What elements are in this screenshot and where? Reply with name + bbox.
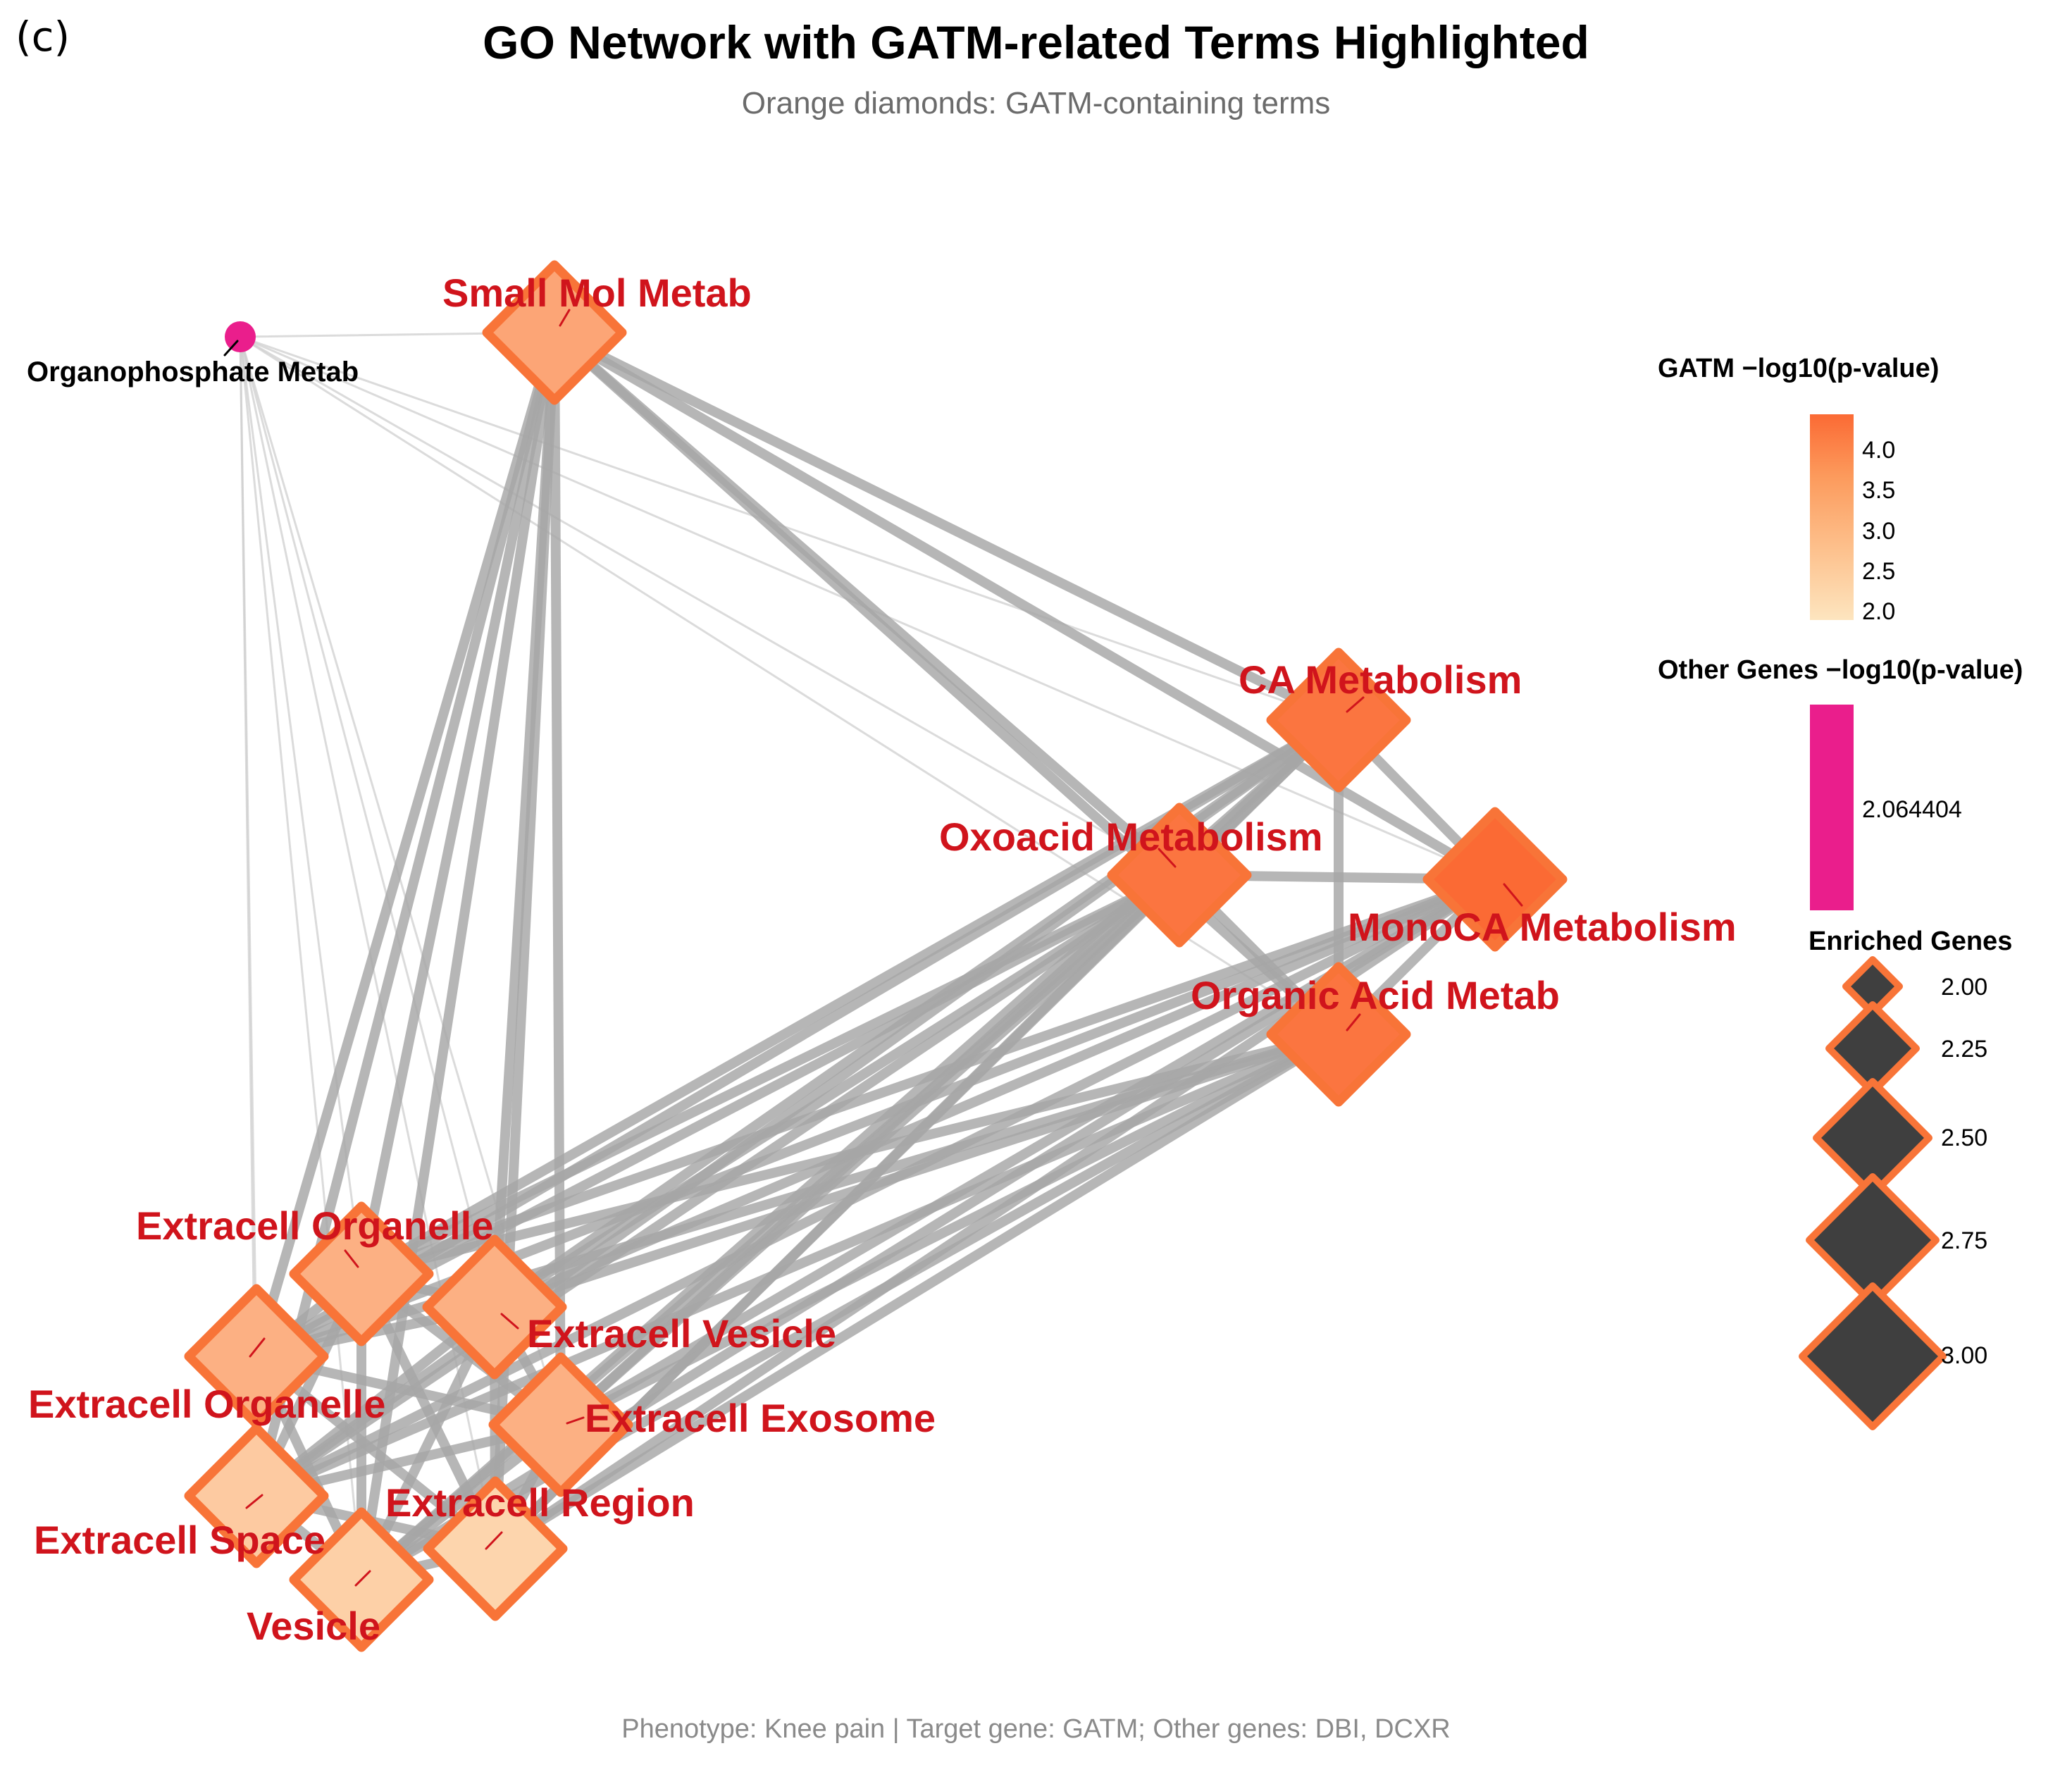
network-edge <box>356 874 1500 1279</box>
label-leader <box>1346 1013 1361 1032</box>
label-ca-metabolism: CA Metabolism <box>1239 657 1522 702</box>
network-edge <box>356 1029 1344 1585</box>
node-extracell-organelle-1 <box>289 1201 434 1346</box>
label-leader <box>1346 696 1365 713</box>
node-extracell-region <box>423 1476 568 1621</box>
legend-size-tick: 2.25 <box>1941 1036 1988 1063</box>
network-edge-thin <box>239 335 363 1275</box>
network-edge-thin <box>239 335 1340 722</box>
label-extracell-space: Extracell Space <box>34 1518 326 1562</box>
legend-gatm-tick: 2.5 <box>1862 558 1896 585</box>
network-edge <box>356 1029 1344 1279</box>
network-edge <box>252 328 559 1361</box>
label-oxoacid-metabolism: Oxoacid Metabolism <box>939 815 1323 859</box>
node-oxoacid-metabolism <box>1107 803 1252 948</box>
label-leader <box>354 1570 371 1587</box>
legend-size-tick: 3.00 <box>1941 1342 1988 1369</box>
network-edge <box>356 870 1184 1585</box>
legend-gatm-tick: 4.0 <box>1862 437 1896 464</box>
label-leader <box>500 1313 519 1330</box>
label-extracell-exosome: Extracell Exosome <box>585 1396 936 1440</box>
legend-gatm-tick: 3.5 <box>1862 477 1896 504</box>
label-monoca-metabolism: MonoCA Metabolism <box>1348 905 1737 949</box>
legend-size-tick: 2.75 <box>1941 1227 1988 1254</box>
legend-size-marks <box>1799 956 1947 1430</box>
legend-gatm-tick: 2.0 <box>1862 598 1896 625</box>
label-extracell-organelle-1: Extracell Organelle <box>136 1203 494 1248</box>
legend-size-mark <box>1799 1282 1947 1430</box>
label-extracell-region: Extracell Region <box>385 1480 695 1525</box>
label-leader <box>485 1531 503 1550</box>
network-edge <box>252 328 559 1501</box>
network-edge-thin <box>239 335 1181 877</box>
label-organophosphate-metab: Organophosphate Metab <box>27 357 359 388</box>
node-monoca-metabolism <box>1422 807 1568 952</box>
label-leader <box>344 1249 359 1268</box>
network-edge-thin <box>239 335 496 1308</box>
network-edge <box>252 874 1500 1361</box>
label-extracell-organelle-2: Extracell Organelle <box>28 1382 386 1426</box>
legend-size-tick: 2.50 <box>1941 1125 1988 1151</box>
chart-caption: Phenotype: Knee pain | Target gene: GATM… <box>621 1714 1451 1744</box>
legend-gatm-colorbar <box>1810 414 1854 620</box>
panel-label: (c) <box>15 13 70 61</box>
edges-thick <box>252 328 1500 1585</box>
node-small-mol-metab <box>482 260 627 405</box>
label-small-mol-metab: Small Mol Metab <box>442 271 752 315</box>
legend-size-title: Enriched Genes <box>1809 927 2013 956</box>
legend-other-title: Other Genes −log10(p-value) <box>1658 655 2023 685</box>
node-extracell-space <box>184 1423 329 1568</box>
node-organophosphate-metab <box>225 321 256 352</box>
network-edge <box>252 1029 1344 1501</box>
node-extracell-exosome <box>488 1352 633 1497</box>
label-leader <box>223 340 239 357</box>
chart-title: GO Network with GATM-related Terms Highl… <box>483 16 1589 68</box>
nodes <box>184 260 1568 1652</box>
network-edge <box>490 1029 1344 1554</box>
label-vesicle: Vesicle <box>247 1604 380 1648</box>
legend-other-colorbar <box>1810 705 1854 910</box>
legend-gatm-title: GATM −log10(p-value) <box>1658 354 1940 383</box>
label-leader <box>559 309 571 327</box>
node-extracell-vesicle <box>422 1234 567 1380</box>
network-edge <box>550 328 1344 1039</box>
network-edge <box>550 328 1344 725</box>
legend-size-tick: 2.00 <box>1941 974 1988 1001</box>
label-leader <box>566 1416 585 1425</box>
node-ca-metabolism <box>1266 648 1411 793</box>
network-edge <box>556 1029 1344 1430</box>
label-organic-acid-metab: Organic Acid Metab <box>1191 973 1560 1017</box>
label-leader <box>1158 848 1177 868</box>
legend-gatm-tick: 3.0 <box>1862 518 1896 545</box>
legend-other-tick: 2.064404 <box>1862 796 1962 823</box>
network-edge <box>550 328 1500 884</box>
label-leader <box>249 1337 266 1358</box>
network-edge <box>490 1029 1344 1312</box>
label-leader <box>1503 883 1523 907</box>
label-leader <box>245 1494 263 1509</box>
label-extracell-vesicle: Extracell Vesicle <box>527 1311 837 1356</box>
network-edge <box>356 328 559 1279</box>
network-edge <box>356 328 559 1585</box>
node-organic-acid-metab <box>1266 962 1411 1107</box>
chart-subtitle: Orange diamonds: GATM-containing terms <box>741 86 1331 120</box>
